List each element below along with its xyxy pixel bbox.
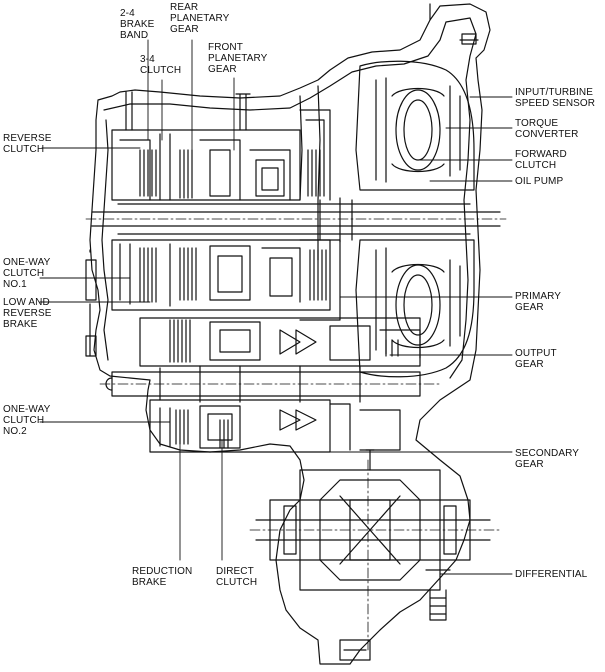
label-reverse-clutch: REVERSE CLUTCH bbox=[3, 133, 52, 155]
label-direct-clutch: DIRECT CLUTCH bbox=[216, 566, 258, 588]
lower-gear-train bbox=[85, 239, 341, 357]
torque-converter bbox=[355, 60, 475, 378]
label-primary-gear: PRIMARY GEAR bbox=[515, 291, 562, 313]
label-2-4-brake-band: 2-4 BRAKE BAND bbox=[120, 8, 155, 41]
differential-housing bbox=[249, 449, 501, 661]
label-input-turbine-speed-sensor: INPUT/TURBINE SPEED SENSOR bbox=[515, 87, 596, 109]
leader-lines bbox=[39, 39, 513, 575]
label-3-4-clutch: 3-4 CLUTCH bbox=[140, 54, 182, 76]
label-low-and-reverse-brake: LOW AND REVERSE BRAKE bbox=[3, 297, 52, 330]
label-forward-clutch: FORWARD CLUTCH bbox=[515, 149, 567, 171]
upper-gear-train bbox=[111, 91, 331, 201]
label-one-way-clutch-no1: ONE-WAY CLUTCH NO.1 bbox=[3, 257, 51, 290]
label-reduction-brake: REDUCTION BRAKE bbox=[132, 566, 193, 588]
label-one-way-clutch-no2: ONE-WAY CLUTCH NO.2 bbox=[3, 404, 51, 437]
label-differential: DIFFERENTIAL bbox=[515, 569, 588, 580]
label-output-gear: OUTPUT GEAR bbox=[515, 348, 557, 370]
transmission-housing bbox=[89, 3, 491, 665]
counter-shaft bbox=[99, 365, 441, 403]
label-oil-pump: OIL PUMP bbox=[515, 176, 564, 187]
label-torque-converter: TORQUE CONVERTER bbox=[515, 118, 579, 140]
label-front-planetary-gear: FRONT PLANETARY GEAR bbox=[208, 42, 268, 75]
label-rear-planetary-gear: REAR PLANETARY GEAR bbox=[170, 2, 230, 35]
input-shaft bbox=[85, 197, 507, 243]
output-gear-region bbox=[139, 317, 421, 367]
label-secondary-gear: SECONDARY GEAR bbox=[515, 448, 580, 470]
